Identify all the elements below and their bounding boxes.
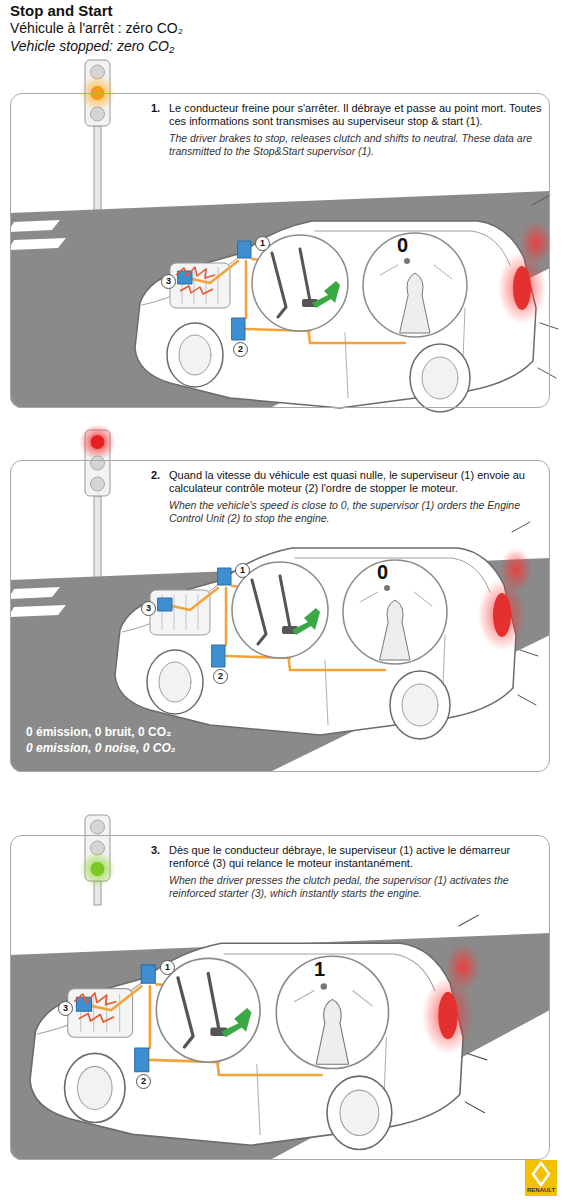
english-text: When the driver presses the clutch pedal… [169,874,547,900]
logo-text: RENAULT [527,1187,555,1193]
french-text: Le conducteur freine pour s'arrêter. Il … [169,102,547,129]
traffic-light [91,107,105,121]
car-drawing [74,993,116,1022]
callout-number: 3 [141,601,156,616]
traffic-light [80,815,116,905]
road [10,220,60,232]
car-drawing [176,267,215,294]
diagram-title: Stop and Start [10,2,113,19]
callout-number: 3 [161,274,176,289]
step-panel: 1. Le conducteur freine pour s'arrêter. I… [10,93,550,408]
traffic-light [91,435,105,449]
callout-number: 2 [136,1074,151,1089]
callout-number: 1 [160,960,175,975]
subtitle: Véhicule à l'arrêt : zéro CO₂ [10,20,183,36]
renault-logo [525,1160,557,1196]
step-number: 1. [151,102,160,115]
french-text: Quand la vitesse du véhicule est quasi n… [169,469,547,496]
car-drawing [135,195,558,412]
subtitle-english: Vehicle stopped: zero CO₂ [10,38,174,54]
traffic-light [91,820,105,834]
car-drawing [115,522,538,739]
english-text: The driver brakes to stop, releases clut… [169,132,547,158]
callout-number: 2 [213,669,228,684]
road [10,605,66,617]
callout-number: 1 [235,563,250,578]
callout-number: 1 [255,236,270,251]
traffic-light [80,424,116,600]
car-drawing [30,915,487,1149]
traffic-light [91,862,105,876]
callout-number: 2 [233,342,248,357]
emission-note-en: 0 emission, 0 noise, 0 CO₂ [26,741,175,756]
gear-indicator: 0 [377,562,388,582]
renault-logo [525,1160,557,1196]
step-number: 2. [151,469,160,482]
traffic-light [91,456,105,470]
step-number: 3. [151,844,160,857]
gear-indicator: 0 [397,235,408,255]
step-panel: 3. Dès que le conducteur débraye, le supe… [10,835,550,1160]
step-panel: 2. Quand la vitesse du véhicule est quasi… [10,460,550,772]
renault-logo [533,1163,549,1185]
car-drawing [30,915,487,1149]
traffic-light [91,477,105,491]
car-drawing [115,522,538,739]
gear-indicator: 1 [314,959,325,979]
road [10,238,66,250]
emission-note: 0 émission, 0 bruit, 0 CO₂ [26,725,171,740]
traffic-light [80,424,116,460]
french-text: Dès que le conducteur débraye, le superv… [169,844,547,871]
car-drawing [135,195,558,412]
road [10,587,60,599]
english-text: When the vehicle's speed is close to 0, … [169,499,547,525]
traffic-light [80,851,116,887]
callout-number: 3 [58,1001,73,1016]
